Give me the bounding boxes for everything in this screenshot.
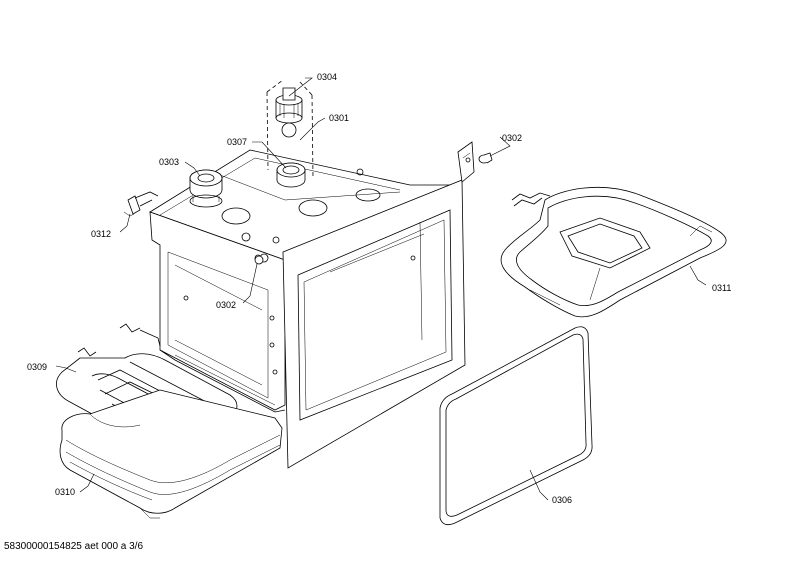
label-0301: 0301	[329, 113, 349, 123]
label-0310: 0310	[55, 487, 75, 497]
oven-cavity	[149, 141, 475, 469]
part-0311-grill-element	[500, 186, 727, 318]
part-0303-housing	[189, 169, 223, 208]
part-0306-door-seal	[439, 326, 593, 526]
label-0307: 0307	[227, 137, 247, 147]
label-0306: 0306	[552, 495, 572, 505]
part-0307-lamp-socket	[276, 162, 306, 188]
label-0303: 0303	[159, 157, 179, 167]
part-0312-clip	[123, 191, 159, 217]
label-0311: 0311	[712, 283, 731, 293]
label-0312: 0312	[91, 229, 111, 239]
document-id-footer: 58300000154825 aet 000 a 3/6	[4, 541, 144, 552]
label-0309: 0309	[27, 362, 47, 372]
part-labels: 0304 0301 0307 0303 0302 0312 0302 0309 …	[27, 72, 731, 505]
part-0304-lamp-cover	[266, 79, 314, 179]
label-0304: 0304	[317, 72, 337, 82]
leader-lines	[55, 77, 707, 501]
label-0302-right: 0302	[502, 133, 522, 143]
label-0302-left: 0302	[216, 300, 236, 310]
part-0310-insulation	[59, 389, 283, 519]
part-0302-cap-right	[478, 152, 493, 164]
part-0302-cap-left	[254, 255, 264, 265]
